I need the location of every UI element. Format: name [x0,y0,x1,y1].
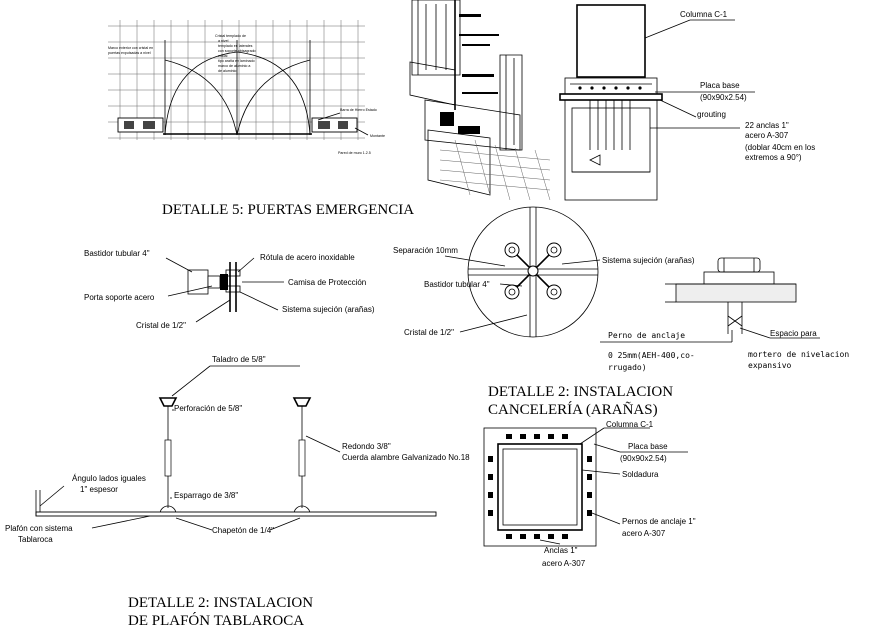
label-tablaroca: Tablaroca [18,535,53,544]
label-esparrago: Esparrago de 3/8" [174,491,238,500]
spider-fitting-section: Bastidor tubular 4" Rótula de acero inox… [84,249,375,330]
label-placa-dims-top: (90x90x2.54) [700,93,747,102]
note-center-4: con soporte abisagrado [218,49,256,53]
label-porta-soporte: Porta soporte acero [84,293,155,302]
label-grouting: grouting [697,110,726,119]
note-center-2: a nivel [218,39,229,43]
label-acero: acero A-307 [745,131,789,140]
label-angulo: Ángulo lados iguales [72,474,146,483]
label-anclas: 22 anclas 1" [745,121,789,130]
label-chapeton: Chapetón de 1/4" [212,526,274,535]
title-detalle-5: DETALLE 5: PUERTAS EMERGENCIA [162,202,414,218]
label-anclas-plan: Anclas 1" [544,546,578,555]
emergency-door-elevation: Marco exterior con cristal en puertas ex… [108,20,414,218]
anchor-bolt-section: Perno de anclaje 0 25mm(AEH-400,co- rrug… [600,257,849,372]
note-center-6: tipo araña en laminado [218,59,255,63]
note-bar: Barra de Hierro Estado [340,108,377,112]
column-base-plan: Columna C-1 Placa base (90x90x2.54) Sold… [483,420,696,568]
label-acero-plan-right: acero A-307 [622,529,666,538]
label-perno-dims: 0 25mm(AEH-400,co- [608,351,695,360]
label-rrugado: rrugado) [608,363,647,372]
label-acero-plan: acero A-307 [542,559,586,568]
label-cristal-plan: Cristal de 1/2" [404,328,454,337]
label-sistema-sujecion: Sistema sujeción (arañas) [282,305,375,314]
title-plafon-1: DETALLE 2: INSTALACION [128,595,313,611]
label-bastidor-plan: Bastidor tubular 4" [424,280,490,289]
label-columna-c1-plan: Columna C-1 [606,420,654,429]
title-instalacion-1: DETALLE 2: INSTALACION [488,384,673,400]
label-separacion: Separación 10mm [393,246,458,255]
label-extremos: extremos a 90°) [745,153,802,162]
label-espesor: 1" espesor [80,485,118,494]
note-wall: Pared de muro 1.2.5 [338,151,371,155]
note-center-1: Cristal templado de [215,34,246,38]
label-columna-c1-top: Columna C-1 [680,10,728,19]
door-isometric [409,0,551,201]
label-redondo: Redondo 3/8" [342,442,391,451]
label-cuerda: Cuerda alambre Galvanizado No.18 [342,453,470,462]
spider-fitting-plan: Separación 10mm Sistema sujeción (arañas… [393,206,695,418]
label-pernos: Pernos de anclaje 1" [622,517,696,526]
label-taladro: Taladro de 5/8" [212,355,266,364]
note-center-5: cristal [218,54,228,58]
note-center-3: templado en laterales [218,44,253,48]
label-rotula: Rótula de acero inoxidable [260,253,355,262]
label-doblar: (doblar 40cm en los [745,143,815,152]
label-camisa: Camisa de Protección [288,278,366,287]
label-plafon: Plafón con sistema [5,524,73,533]
label-sistema-aranas: Sistema sujeción (arañas) [602,256,695,265]
label-cristal: Cristal de 1/2" [136,321,186,330]
label-espacio: Espacio para [770,329,817,338]
column-base-elevation: Columna C-1 Placa base (90x90x2.54) grou… [559,4,815,201]
note-center-7: marco de aluminio a [218,64,250,68]
label-soldadura: Soldadura [622,470,659,479]
note-center-8: de aluminio [218,69,236,73]
label-expansivo: expansivo [748,361,792,370]
ceiling-suspension-detail: Taladro de 5/8" Perforación de 5/8" Redo… [5,355,470,629]
title-instalacion-2: CANCELERÍA (ARAÑAS) [488,401,658,418]
label-bastidor: Bastidor tubular 4" [84,249,150,258]
label-perforacion: Perforación de 5/8" [174,404,242,413]
label-mortero: mortero de nivelacion [748,350,849,359]
label-placa-base-top: Placa base [700,81,740,90]
label-placa-base-plan: Placa base [628,442,668,451]
label-placa-dims-plan: (90x90x2.54) [620,454,667,463]
title-plafon-2: DE PLAFÓN TABLAROCA [128,612,304,629]
label-perno-anclaje: Perno de anclaje [608,331,685,340]
note-left-bottom: puertas expulsadas a nivel [108,51,151,55]
note-jamb: Montante [370,134,385,138]
note-left-top: Marco exterior con cristal en [108,46,153,50]
